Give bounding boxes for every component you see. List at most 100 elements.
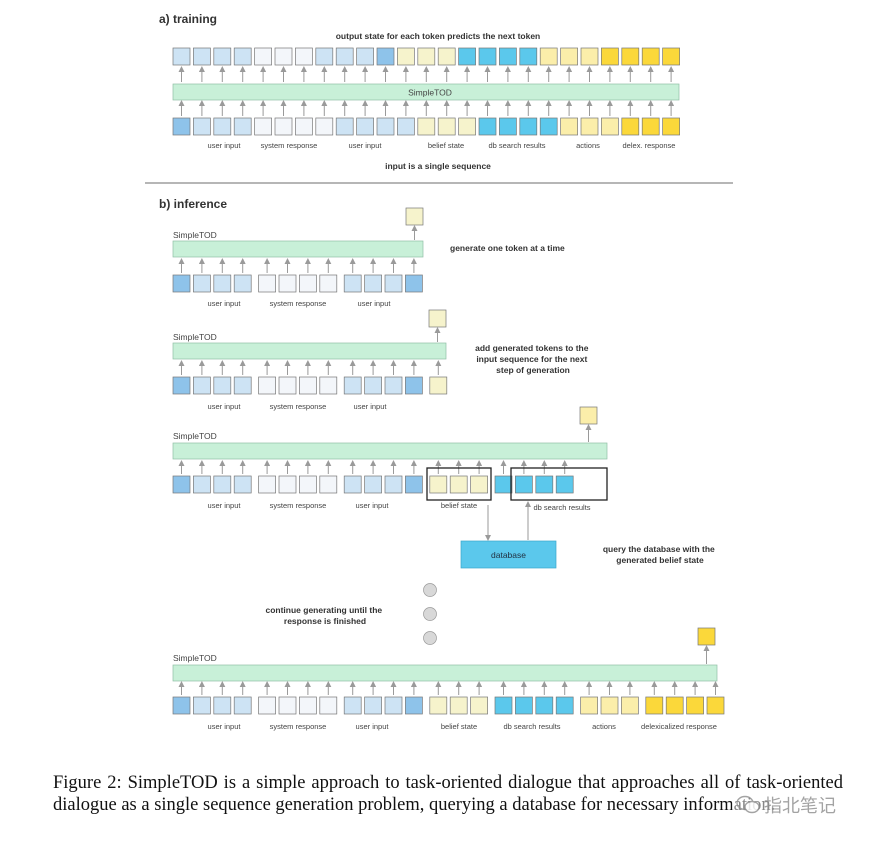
token [295, 47, 313, 66]
segment-label: user input [208, 299, 242, 308]
token [278, 274, 297, 293]
model-bar [172, 240, 424, 258]
segment-label: belief state [441, 722, 477, 731]
segment-label: db search results [488, 141, 545, 150]
segment-label: user input [208, 402, 242, 411]
token [193, 117, 211, 136]
watermark-text: 指北笔记 [764, 796, 836, 817]
token [515, 696, 533, 715]
token [213, 475, 232, 494]
watermark: 指北笔记 [732, 792, 840, 818]
training-title: a) training [159, 12, 217, 26]
segment-label: system response [261, 141, 318, 150]
token [539, 47, 558, 66]
generated-token [579, 406, 598, 425]
segment-labels: user input system response user input be… [208, 501, 591, 512]
token [254, 117, 272, 136]
input-tokens [172, 376, 448, 395]
segment-labels: user input system response user input [208, 299, 392, 308]
token [580, 47, 599, 66]
figure-caption: Figure 2: SimpleTOD is a simple approach… [53, 773, 843, 815]
token [494, 475, 513, 494]
token [470, 475, 488, 494]
token [405, 696, 423, 715]
generated-token [697, 627, 716, 646]
token [405, 376, 423, 395]
token [343, 475, 362, 494]
model-bar [172, 442, 608, 460]
token [470, 696, 488, 715]
token [299, 696, 317, 715]
token [356, 47, 374, 66]
token [319, 475, 338, 494]
token [233, 376, 252, 395]
token [686, 696, 704, 715]
token [193, 696, 211, 715]
token [641, 47, 660, 66]
segment-label: user input [358, 299, 392, 308]
chat-bubble-icon [736, 795, 760, 814]
token [193, 475, 211, 494]
training-segment-labels: user input system response user input be… [208, 141, 676, 150]
token [364, 696, 382, 715]
token [193, 376, 211, 395]
segment-label: db search results [503, 722, 560, 731]
dot [423, 607, 437, 621]
continue-note: continue generating until the response i… [265, 605, 384, 626]
token [621, 117, 640, 136]
token [274, 47, 293, 66]
token [384, 376, 403, 395]
token [213, 117, 232, 136]
segment-labels: user input system response user input be… [208, 722, 717, 731]
token [519, 47, 538, 66]
token [343, 274, 362, 293]
dot [423, 583, 437, 597]
token [335, 117, 354, 136]
token [193, 274, 211, 293]
input-tokens [172, 475, 574, 494]
training-model-label: SimpleTOD [408, 88, 452, 98]
training-input-arrows [178, 100, 675, 116]
token [515, 475, 533, 494]
segment-label: db search results [533, 503, 590, 512]
segment-label: actions [576, 141, 600, 150]
belief-state-highlight [426, 467, 492, 501]
token [437, 47, 456, 66]
dot [423, 631, 437, 645]
input-arrows [178, 360, 442, 375]
token [335, 47, 354, 66]
token [662, 47, 680, 66]
token [405, 475, 423, 494]
segment-label: delexicalized response [641, 722, 717, 731]
segment-label: system response [270, 299, 327, 308]
token [535, 696, 554, 715]
token [213, 274, 232, 293]
input-arrows [178, 258, 417, 273]
token [172, 696, 191, 715]
segment-label: delex. response [623, 141, 676, 150]
token [258, 475, 276, 494]
token [315, 117, 334, 136]
segment-label: user input [208, 722, 242, 731]
token [376, 47, 395, 66]
inference-stage-2: SimpleTOD add generated tokens to the in… [172, 309, 589, 411]
token [458, 47, 476, 66]
segment-label: user input [356, 501, 390, 510]
token [258, 376, 276, 395]
token [299, 274, 317, 293]
token [429, 475, 448, 494]
token [519, 117, 538, 136]
token [233, 117, 252, 136]
token [405, 274, 423, 293]
token [580, 696, 598, 715]
token [384, 475, 403, 494]
token [213, 47, 232, 66]
continuation-dots [423, 583, 437, 645]
inference-stage-4: SimpleTOD user input system response use… [172, 627, 725, 731]
token [213, 696, 232, 715]
token [601, 47, 619, 66]
model-bar [172, 664, 718, 682]
token [343, 696, 362, 715]
token [319, 376, 338, 395]
token [645, 696, 664, 715]
